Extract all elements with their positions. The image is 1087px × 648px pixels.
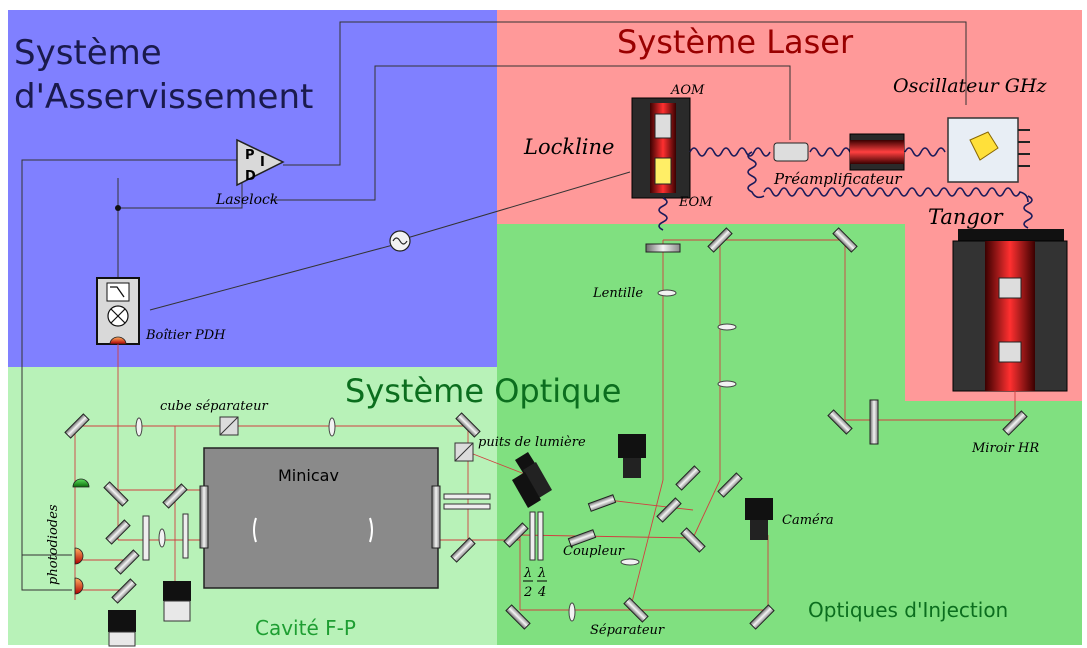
lens	[135, 417, 143, 437]
tangor-label: Tangor	[928, 205, 1005, 229]
preamplifier	[849, 133, 905, 171]
pdh-box	[96, 277, 140, 345]
camera-injection	[745, 498, 773, 540]
lambda-quarter-num: λ	[537, 566, 546, 581]
lens	[657, 289, 677, 297]
half-wave-plate	[529, 511, 536, 561]
lens	[717, 380, 737, 388]
cavity-mirror-in	[199, 485, 209, 549]
cube-separateur-label: cube séparateur	[160, 399, 268, 414]
lens	[568, 602, 576, 622]
optique-title: Système Optique	[345, 372, 621, 410]
lens	[158, 528, 166, 548]
photodiode	[74, 577, 84, 595]
mirror-top-flat	[645, 243, 681, 253]
oscillateur-label: Oscillateur GHz	[893, 75, 1048, 97]
lens	[620, 558, 640, 566]
camera-cavity	[163, 581, 191, 622]
camera-label: Caméra	[782, 513, 834, 528]
fiber-splitter	[773, 142, 809, 162]
miroir-hr-label: Miroir HR	[971, 441, 1039, 456]
photodiode-green	[72, 478, 90, 488]
beam-splitter-diagonal	[454, 442, 474, 462]
camera-cavity-2	[108, 610, 136, 647]
signal-wires	[21, 21, 967, 591]
asservissement-title-line1: Système	[14, 33, 162, 73]
quarter-wave-plate	[537, 511, 544, 561]
pid-controller: P I D	[236, 138, 285, 187]
cavity-mirror-out	[431, 485, 441, 549]
minicav-label: Minicav	[278, 466, 339, 485]
camera-injection-top	[618, 434, 646, 478]
region-injection	[497, 224, 1082, 645]
lambda-half-den: 2	[523, 585, 532, 600]
laser-title: Système Laser	[617, 23, 854, 61]
waveplate	[142, 515, 150, 561]
region-asservissement	[8, 10, 497, 367]
pid-i: I	[260, 155, 265, 170]
lambda-quarter-den: 4	[537, 585, 546, 600]
pid-p: P	[245, 148, 255, 163]
pid-d: D	[245, 169, 256, 184]
boitier-pdh-label: Boîtier PDH	[145, 328, 226, 343]
sine-wave-icon	[389, 230, 411, 252]
tangor-laser	[952, 229, 1068, 392]
cavity-inner-mirror	[253, 517, 257, 543]
separateur-label: Séparateur	[590, 623, 665, 638]
injection-title: Optiques d'Injection	[808, 598, 1008, 622]
eom-crystal	[654, 157, 672, 185]
lens	[328, 417, 336, 437]
mixer-icon	[107, 305, 129, 327]
photodiode	[74, 547, 84, 565]
waveplate	[182, 513, 189, 559]
ghz-oscillator	[947, 117, 1030, 183]
tangor-output-window	[869, 399, 879, 445]
cavity-inner-mirror	[369, 517, 373, 543]
coupleur-label: Coupleur	[563, 544, 625, 559]
cavite-title: Cavité F-P	[255, 616, 356, 640]
lambda-half-num: λ	[523, 566, 532, 581]
eom-label: EOM	[678, 195, 713, 210]
lockline	[631, 97, 691, 199]
puits-label: puits de lumière	[478, 435, 586, 450]
low-pass-filter-icon	[106, 282, 130, 302]
minicav-body	[203, 447, 439, 589]
asservissement-title-line2: d'Asservissement	[14, 77, 313, 117]
beam-splitter-diagonal	[219, 416, 239, 436]
lentille-label: Lentille	[592, 286, 643, 301]
lens	[717, 323, 737, 331]
lockline-label: Lockline	[523, 135, 614, 159]
preamplificateur-label: Préamplificateur	[773, 170, 902, 188]
output-plates	[443, 503, 491, 510]
light-trap	[512, 452, 552, 508]
photodiodes-label: photodiodes	[46, 504, 61, 585]
wire-junction	[115, 205, 121, 211]
fibers	[658, 147, 1033, 231]
aom-label: AOM	[670, 83, 705, 98]
output-plates	[443, 493, 491, 500]
laselock-label: Laselock	[215, 192, 278, 208]
